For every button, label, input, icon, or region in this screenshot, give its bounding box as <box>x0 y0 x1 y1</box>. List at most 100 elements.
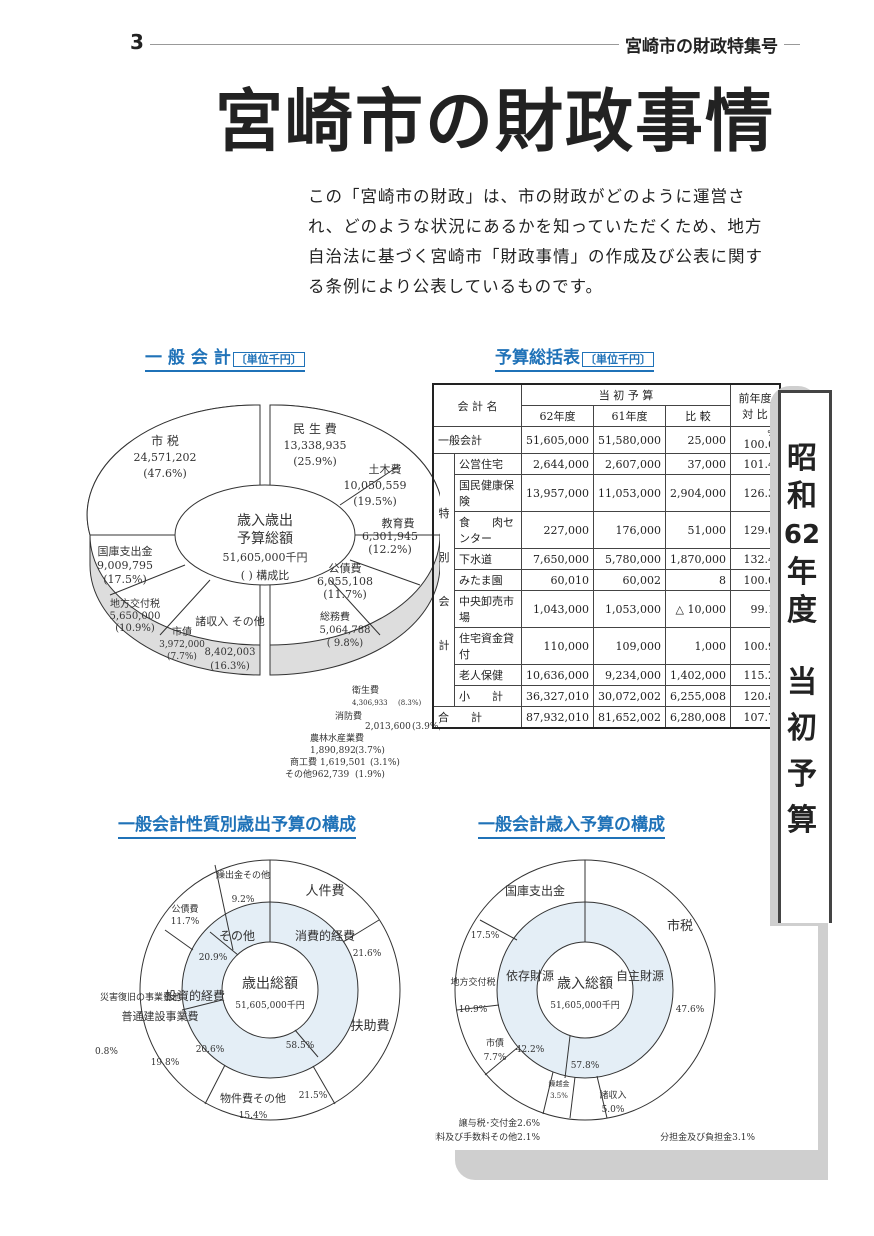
exp-outer-label: 普通建設事業費 <box>122 1009 199 1023</box>
exp-inner-label: 投資的経費 <box>165 988 225 1003</box>
col-header-cmp: 比 較 <box>664 405 731 427</box>
rev-inner-label: 自主財源 <box>616 968 664 983</box>
pie-label-name: 教育費 <box>382 516 415 530</box>
exp-total: 51,605,000千円 <box>235 1000 305 1011</box>
pie-label-value: 1,890,892 <box>310 746 356 756</box>
pie-center-l3: 51,605,000千円 <box>223 551 308 564</box>
special-label: 特別会計 <box>432 453 455 707</box>
exp-inner-pct: 58.5% <box>286 1041 315 1051</box>
summary-heading: 予算総括表〔単位千円〕 <box>495 343 654 372</box>
pie-label-pct: ( 9.8%) <box>327 638 363 649</box>
page-number: 3 <box>130 30 144 54</box>
pie-label-value: 6,055,108 <box>317 575 373 588</box>
pie-label-value: 10,050,559 <box>344 479 407 492</box>
rev-outer-pct: 17.5% <box>471 931 500 941</box>
pie-label-pct: (7.7%) <box>167 651 197 662</box>
pie-label-pct: (12.2%) <box>368 543 412 556</box>
pie-label-value: 3,972,000 <box>159 640 205 650</box>
rev-outer-pct: 3.5% <box>550 1092 568 1100</box>
exp-outer-pct: 19.8% <box>151 1058 180 1068</box>
exp-outer-pct: 15.4% <box>239 1111 268 1121</box>
exp-outer-label: 人件費 <box>305 884 344 899</box>
rev-inner-pct: 57.8% <box>571 1061 600 1071</box>
table-row: 一般会計 51,605,000 51,580,000 25,000 %100.0 <box>432 426 781 454</box>
page-title: 宮崎市の財政事情 <box>215 82 776 162</box>
exp-outer-label: 繰出金その他 <box>216 869 270 881</box>
budget-summary-table: 会 計 名 当 初 予 算 前年度対 比 62年度 61年度 比 較 一般会計 … <box>432 383 781 729</box>
rev-center: 歳入総額 <box>557 976 613 992</box>
pie-label-name: 地方交付税 <box>110 597 160 610</box>
rev-outer-label: 市債 <box>486 1037 504 1049</box>
pie-label-pct: (8.3%) <box>398 699 422 707</box>
exp-outer-label: 災害復旧の事業費他 <box>100 991 181 1003</box>
pie-center-l1: 歳入歳出 <box>237 513 293 529</box>
pie-label-name: 土木費 <box>369 462 402 476</box>
pie-label-value: 5,064,788 <box>320 625 371 636</box>
pie-label-value: 1,619,501 <box>320 758 366 768</box>
pie-label-value: 2,013,600 <box>365 722 411 732</box>
pie-label-value: 6,301,945 <box>362 530 418 543</box>
pie-label-pct: (11.7%) <box>323 588 367 601</box>
rev-note: 譲与税･交付金2.6% <box>459 1117 541 1129</box>
pie-label-pct: (25.9%) <box>293 455 337 468</box>
pie-label-name: 衛生費 <box>352 684 379 696</box>
rev-inner-label: 依存財源 <box>506 968 554 983</box>
pie-label-name: 農林水産業費 <box>310 732 364 744</box>
rev-outer-label: 地方交付税 <box>450 976 495 988</box>
pie-label-name: 国庫支出金 <box>98 544 153 558</box>
pie-label-name: 公債費 <box>329 561 362 575</box>
pie-label-pct: (3.1%) <box>370 757 400 768</box>
col-header-61: 61年度 <box>592 405 666 427</box>
pie-label-name: 市債 <box>172 625 192 638</box>
rev-outer-label: 市税 <box>667 918 693 934</box>
exp-outer-pct: 9.2% <box>232 895 255 905</box>
pie-label-value: 13,338,935 <box>284 439 347 452</box>
exp-outer-pct: 11.7% <box>171 917 200 927</box>
intro-paragraph: この「宮崎市の財政」は、市の財政がどのように運営され、どのような状況にあるかを知… <box>308 187 763 296</box>
expenditure-heading: 一般会計性質別歳出予算の構成 <box>118 810 356 839</box>
pie-label-name: 総務費 <box>320 610 350 623</box>
rev-inner-pct: 42.2% <box>516 1045 545 1055</box>
revenue-half-top <box>86 404 261 646</box>
rev-total: 51,605,000千円 <box>550 1000 620 1011</box>
rev-outer-pct: 10.9% <box>459 1005 488 1015</box>
pie-label-pct: (3.9%) <box>412 721 440 732</box>
rev-outer-pct: 47.6% <box>676 1005 705 1015</box>
rev-outer-pct: 5.0% <box>602 1105 625 1115</box>
exp-outer-label: 公債費 <box>171 903 198 915</box>
exp-inner-label: 消費的経費 <box>295 928 355 943</box>
general-account-heading: 一 般 会 計〔単位千円〕 <box>145 343 305 372</box>
pie-label-pct: (17.5%) <box>103 573 147 586</box>
pie-label-value: 5,650,000 <box>110 611 161 622</box>
pie-label-value: 962,739 <box>312 770 349 780</box>
rev-outer-label: 諸収入 <box>599 1089 626 1101</box>
col-header-name: 会 計 名 <box>432 383 522 427</box>
col-header-initial: 当 初 予 算 <box>521 383 731 406</box>
revenue-donut: 歳入総額 51,605,000千円 自主財源 57.8% 依存財源 42.2% … <box>435 859 755 1143</box>
exp-outer-pct: 21.6% <box>353 949 382 959</box>
rev-note: 使用料及び手数料その他2.1% <box>435 1131 540 1143</box>
rev-outer-pct: 7.7% <box>484 1053 507 1063</box>
pie-label-pct: (47.6%) <box>143 467 187 480</box>
exp-outer-pct: 21.5% <box>299 1091 328 1101</box>
pie-label-value: 24,571,202 <box>134 451 197 464</box>
exp-outer-pct: 0.8% <box>95 1047 118 1057</box>
issue-title: 宮崎市の財政特集号 <box>619 32 784 57</box>
pie-label-name: 商工費 <box>290 756 317 768</box>
pie-label-value: 9,009,795 <box>97 559 153 572</box>
pie-label-pct: (19.5%) <box>353 495 397 508</box>
frame-bottom <box>455 1150 825 1180</box>
exp-inner-pct: 20.6% <box>196 1045 225 1055</box>
expenditure-donut: 歳出総額 51,605,000千円 消費的経費 58.5% 投資的経費 20.6… <box>95 859 401 1121</box>
exp-inner-pct: 20.9% <box>199 953 228 963</box>
